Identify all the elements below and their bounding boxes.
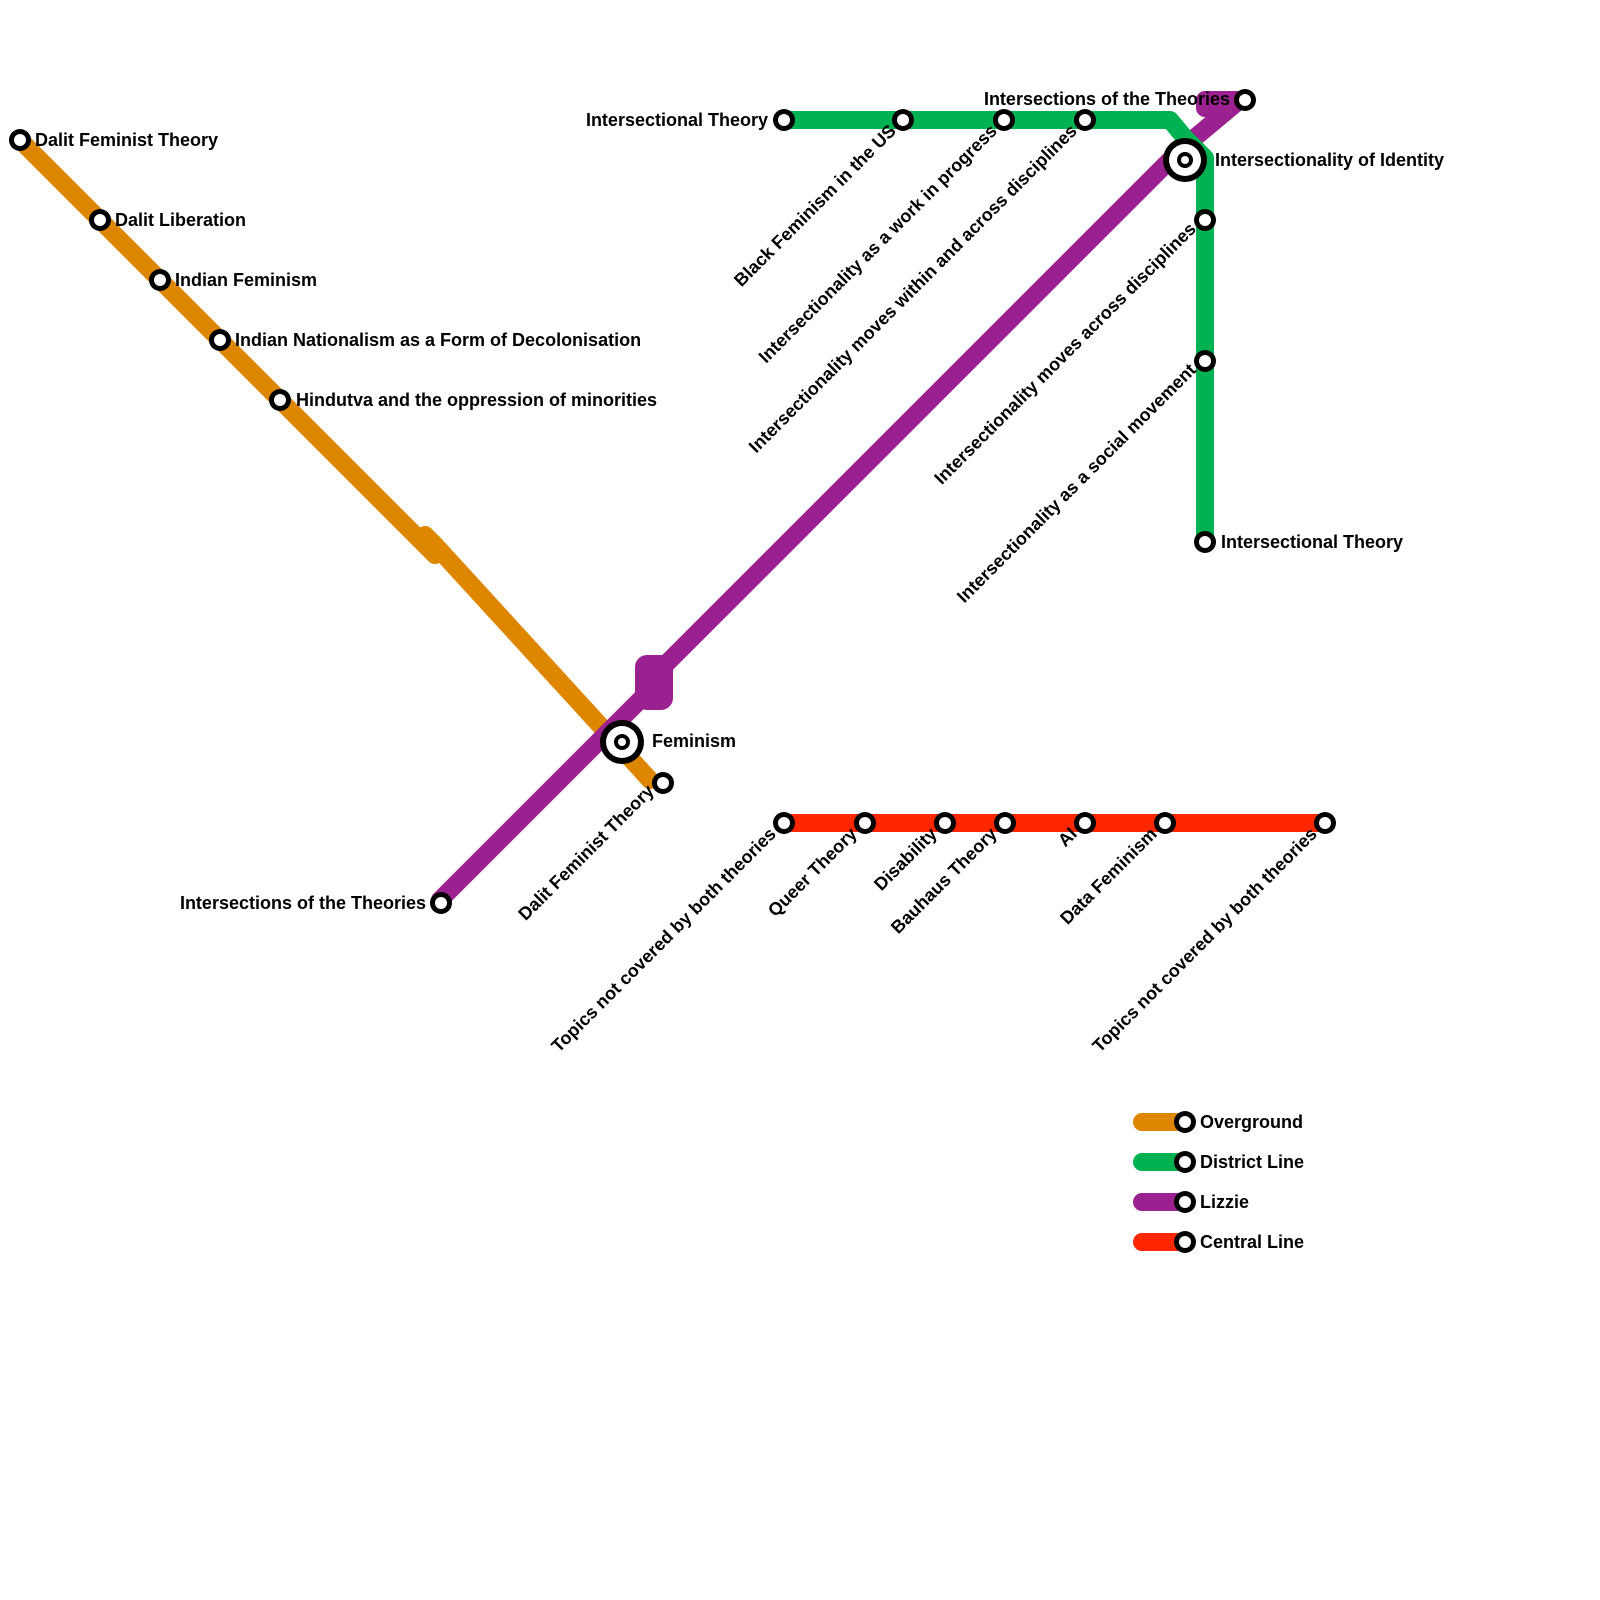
station-hindutva[interactable]: Hindutva and the oppression of minoritie… bbox=[269, 389, 657, 411]
station-intersectional-theory-top[interactable]: Intersectional Theory bbox=[586, 109, 795, 131]
legend-item-lizzie: Lizzie bbox=[1133, 1191, 1249, 1213]
station-black-feminism[interactable]: Black Feminism in the US bbox=[730, 109, 914, 290]
station-indian-feminism[interactable]: Indian Feminism bbox=[149, 269, 317, 291]
legend-label: District Line bbox=[1200, 1152, 1304, 1172]
station-label: Dalit Liberation bbox=[115, 210, 246, 230]
lizzie-line bbox=[431, 91, 1249, 909]
station-dalit-liberation[interactable]: Dalit Liberation bbox=[89, 209, 246, 231]
station-label: Intersectionality as a social movement bbox=[953, 360, 1200, 607]
station-label: Intersectionality of Identity bbox=[1215, 150, 1444, 170]
station-label: Black Feminism in the US bbox=[730, 121, 900, 291]
station-label: Bauhaus Theory bbox=[887, 824, 1001, 938]
station-intersectional-theory-right[interactable]: Intersectional Theory bbox=[1194, 531, 1403, 553]
station-intersectionality-identity[interactable]: Intersectionality of Identity bbox=[1163, 138, 1444, 182]
lizzie-junction-blob bbox=[635, 655, 673, 710]
station-indian-nationalism[interactable]: Indian Nationalism as a Form of Decoloni… bbox=[209, 329, 641, 351]
station-label: Indian Feminism bbox=[175, 270, 317, 290]
station-intersections-top[interactable]: Intersections of the Theories bbox=[984, 89, 1256, 111]
legend-label: Lizzie bbox=[1200, 1192, 1249, 1212]
legend-item-central: Central Line bbox=[1133, 1231, 1304, 1253]
legend-item-overground: Overground bbox=[1133, 1111, 1303, 1133]
station-feminism[interactable]: Feminism bbox=[600, 720, 736, 764]
legend-label: Central Line bbox=[1200, 1232, 1304, 1252]
station-intersections-left[interactable]: Intersections of the Theories bbox=[180, 892, 452, 914]
station-dalit-feminist-theory-top[interactable]: Dalit Feminist Theory bbox=[9, 129, 218, 151]
legend-label: Overground bbox=[1200, 1112, 1303, 1132]
station-social-movement[interactable]: Intersectionality as a social movement bbox=[953, 350, 1216, 607]
station-label: Feminism bbox=[652, 731, 736, 751]
station-label: Dalit Feminist Theory bbox=[35, 130, 218, 150]
station-label: Indian Nationalism as a Form of Decoloni… bbox=[235, 330, 641, 350]
station-label: Intersectional Theory bbox=[1221, 532, 1403, 552]
station-label: Intersections of the Theories bbox=[984, 89, 1230, 109]
station-label: Intersectional Theory bbox=[586, 110, 768, 130]
station-label: Intersections of the Theories bbox=[180, 893, 426, 913]
station-label: Hindutva and the oppression of minoritie… bbox=[296, 390, 657, 410]
legend-item-district: District Line bbox=[1133, 1151, 1304, 1173]
overground-line bbox=[11, 131, 659, 789]
